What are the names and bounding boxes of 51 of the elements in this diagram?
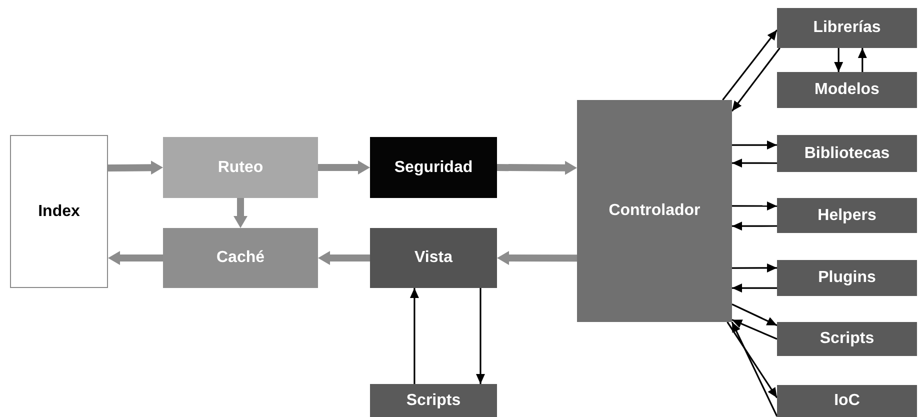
arrow (722, 30, 778, 100)
node-label: Scripts (406, 392, 461, 410)
process-box (163, 137, 318, 198)
arrow (726, 322, 778, 398)
arrow (858, 48, 867, 72)
arrow (108, 160, 163, 175)
process-box (370, 228, 497, 288)
arrow (497, 251, 577, 265)
node-label: Index (38, 202, 80, 220)
node-label: Scripts (820, 330, 874, 348)
node-label: Plugins (818, 269, 876, 287)
arrow (732, 263, 777, 272)
arrow (732, 284, 777, 293)
arrow (318, 160, 370, 174)
process-box (370, 137, 497, 198)
component-box (777, 72, 917, 108)
arrow (234, 198, 248, 228)
arrow (731, 48, 780, 112)
arrow (732, 319, 778, 340)
component-box (777, 198, 917, 233)
arrow (732, 158, 777, 168)
arrow (410, 288, 419, 384)
node-label: Modelos (814, 81, 880, 99)
node-label: Controlador (608, 202, 700, 220)
node-label: Caché (216, 249, 265, 267)
index-box (10, 135, 108, 288)
component-box (777, 260, 917, 296)
component-box (777, 322, 917, 356)
arrow (732, 202, 777, 211)
node-label: Bibliotecas (804, 144, 890, 162)
node-label: Helpers (818, 206, 876, 224)
arrow (732, 140, 777, 150)
controller-box (577, 100, 732, 322)
arrow (108, 251, 163, 265)
arrow (834, 48, 844, 72)
node-label: Ruteo (218, 158, 264, 176)
node-label: Librerías (813, 19, 881, 37)
node-label: Vista (414, 249, 452, 267)
process-box (163, 228, 318, 288)
arrow (496, 160, 577, 175)
arrow (476, 288, 485, 384)
arrow (318, 251, 370, 265)
component-box (777, 385, 917, 417)
component-box (777, 8, 917, 48)
arrow (732, 222, 777, 231)
node-label: Seguridad (394, 158, 473, 176)
arrow (732, 304, 778, 326)
component-box (777, 135, 917, 172)
arrow (731, 322, 778, 417)
node-label: IoC (834, 392, 860, 410)
component-box (370, 384, 497, 417)
